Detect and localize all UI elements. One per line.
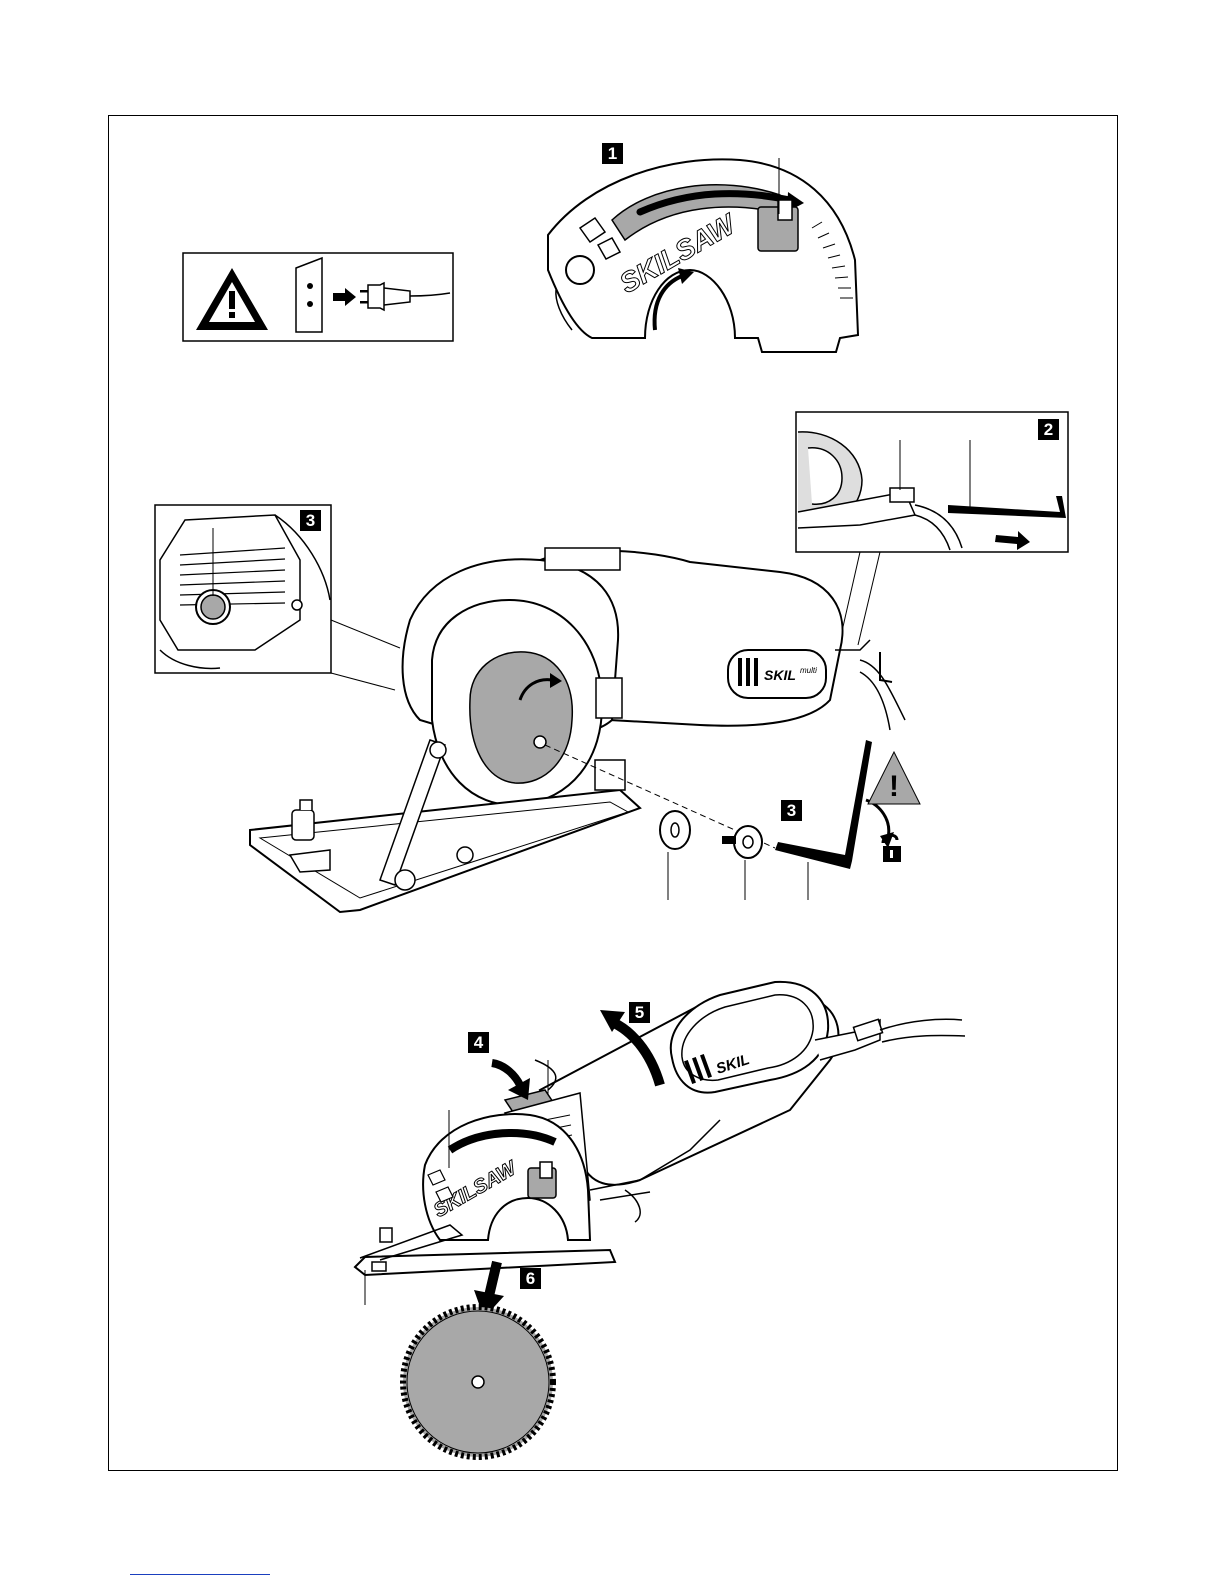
saw-bottom-view: SKIL SKILSAW xyxy=(355,982,965,1305)
handle-brand-sub: multi xyxy=(800,666,817,675)
step-badge-4: 4 xyxy=(468,1032,489,1053)
blade-bolt xyxy=(722,826,762,858)
svg-text:!: ! xyxy=(889,770,899,803)
step-2-inset xyxy=(796,412,1068,552)
step-badge-1: 1 xyxy=(602,143,623,164)
caution-triangle-icon: ! xyxy=(868,752,920,804)
loose-saw-blade xyxy=(403,1307,553,1457)
step-badge-6: 6 xyxy=(520,1268,541,1289)
step-badge-3-inset: 3 xyxy=(300,510,321,531)
step-badge-5: 5 xyxy=(629,1002,650,1023)
handle-brand-logo: SKIL xyxy=(764,667,796,683)
saw-blade xyxy=(470,652,572,783)
step-badge-2: 2 xyxy=(1038,419,1059,440)
warning-unplug-panel xyxy=(183,253,453,341)
step-badge-3: 3 xyxy=(781,800,802,821)
footer-link-underline xyxy=(130,1574,270,1575)
step-1-blade-guard: SKILSAW xyxy=(548,158,858,352)
